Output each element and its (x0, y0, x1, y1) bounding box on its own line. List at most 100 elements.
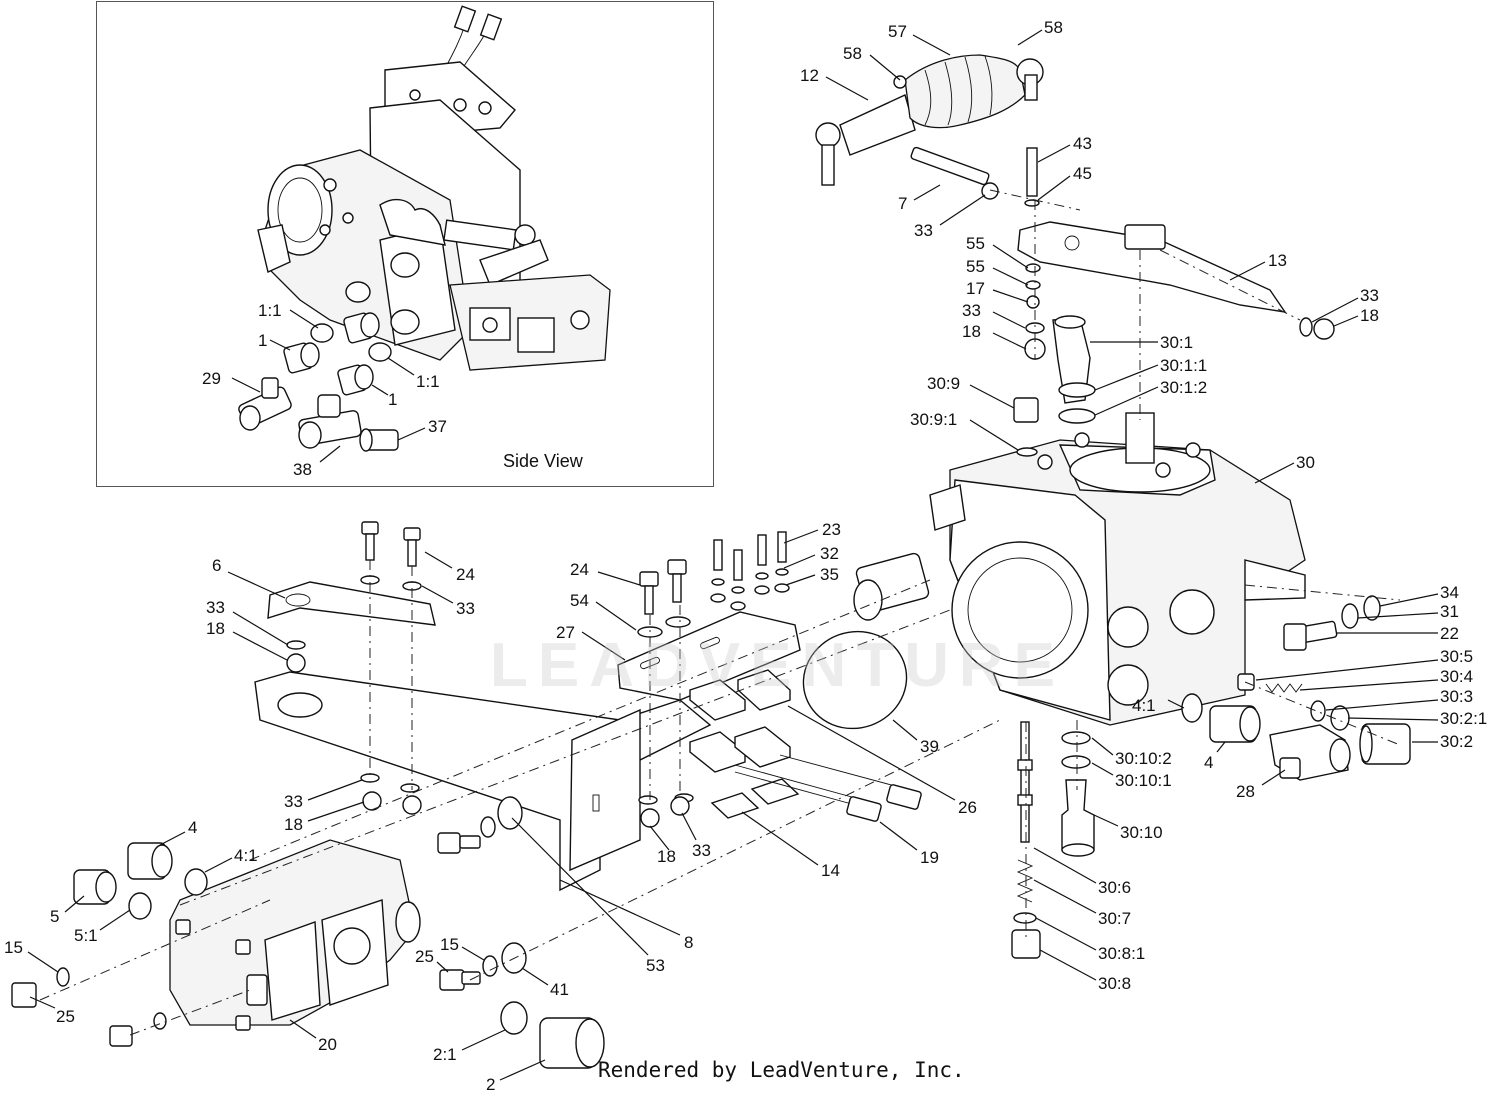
callout-1-1: 1:1 (416, 372, 440, 391)
callout-23: 23 (822, 520, 841, 539)
callout-25: 25 (56, 1007, 75, 1026)
callout-30-8-1: 30:8:1 (1098, 944, 1145, 963)
callout-55: 55 (966, 257, 985, 276)
callout-4-1: 4:1 (234, 846, 258, 865)
callout-30-1-2: 30:1:2 (1160, 378, 1207, 397)
callout-15: 15 (4, 938, 23, 957)
callout-30-1: 30:1 (1160, 333, 1193, 352)
plug-25-left (11, 982, 37, 1008)
callout-22: 22 (1440, 624, 1459, 643)
ring-31 (1341, 603, 1359, 629)
callout-12: 12 (800, 66, 819, 85)
pump-side-fitting (853, 552, 930, 621)
plate-6 (267, 581, 436, 626)
fitting-4-left (127, 842, 173, 880)
side-view-caption: Side View (503, 451, 584, 471)
callout-18: 18 (962, 322, 981, 341)
callout-54: 54 (570, 591, 589, 610)
callout-57: 57 (888, 22, 907, 41)
callout-27: 27 (556, 623, 575, 642)
footer-credit: Rendered by LeadVenture, Inc. (598, 1058, 965, 1082)
screw-43 (1026, 147, 1038, 197)
callout-55: 55 (966, 234, 985, 253)
fitting-1c (337, 364, 374, 396)
pump-housing-30 (929, 412, 1306, 726)
callout-4-1: 4:1 (1132, 696, 1156, 715)
watermark-text: LEADVENTURE (490, 631, 1066, 700)
callout-30-9-1: 30:9:1 (910, 410, 957, 429)
cap-30-1 (1052, 315, 1091, 404)
callout-28: 28 (1236, 782, 1255, 801)
nut-18 (1313, 318, 1335, 340)
callout-6: 6 (212, 556, 221, 575)
callout-29: 29 (202, 369, 221, 388)
callout-33: 33 (962, 301, 981, 320)
bolts-24-left (360, 521, 422, 591)
callout-33: 33 (284, 792, 303, 811)
callout-30-10: 30:10 (1120, 823, 1163, 842)
washer-33b (1299, 317, 1313, 337)
callout-1: 1 (388, 390, 397, 409)
callout-30-1-1: 30:1:1 (1160, 356, 1207, 375)
callout-30-2-1: 30:2:1 (1440, 709, 1487, 728)
callout-30: 30 (1296, 453, 1315, 472)
callout-30-6: 30:6 (1098, 878, 1131, 897)
o-ring-4-1 (184, 868, 208, 896)
leader-lines (27, 29, 1439, 1081)
o-ring-2-1 (500, 1001, 528, 1035)
callout-33: 33 (206, 598, 225, 617)
callout-30-4: 30:4 (1440, 667, 1473, 686)
callout-17: 17 (966, 279, 985, 298)
callout-33: 33 (914, 221, 933, 240)
spring-30-4 (1265, 683, 1303, 693)
port-fitting-2 (539, 1017, 605, 1069)
callout-33: 33 (456, 599, 475, 618)
callout-8: 8 (684, 933, 693, 952)
plug-30-9 (1013, 397, 1039, 423)
callout-34: 34 (1440, 583, 1459, 602)
fitting-37 (359, 428, 399, 452)
elbow-fitting-38 (298, 394, 362, 449)
callout-5-1: 5:1 (74, 926, 98, 945)
callout-24: 24 (570, 560, 589, 579)
assembly-centerlines (39, 189, 1401, 1036)
callout-30-9: 30:9 (927, 374, 960, 393)
callout-45: 45 (1073, 164, 1092, 183)
callout-39: 39 (920, 737, 939, 756)
callout-58: 58 (1044, 18, 1063, 37)
plug-30-8 (1011, 929, 1041, 959)
control-damper-assembly (815, 54, 1044, 186)
callout-37: 37 (428, 417, 447, 436)
lever-arm-13 (1017, 221, 1287, 313)
bolt-and-washers-center (437, 796, 527, 991)
callout-38: 38 (293, 460, 312, 479)
callout-30-3: 30:3 (1440, 687, 1473, 706)
elbow-28 (1269, 724, 1351, 781)
fitting-1a (283, 342, 320, 374)
callout-18: 18 (657, 847, 676, 866)
callout-18: 18 (284, 815, 303, 834)
callout-30-5: 30:5 (1440, 647, 1473, 666)
callout-30-8: 30:8 (1098, 974, 1131, 993)
callout-31: 31 (1440, 602, 1459, 621)
callout-13: 13 (1268, 251, 1287, 270)
callout-20: 20 (318, 1035, 337, 1054)
callout-15: 15 (440, 935, 459, 954)
bolts-plate-27 (637, 531, 790, 638)
callout-58: 58 (843, 44, 862, 63)
callout-1: 1 (258, 331, 267, 350)
callout-2-1: 2:1 (433, 1045, 457, 1064)
callout-18: 18 (206, 619, 225, 638)
wire-harness-19 (734, 754, 922, 822)
callout-25: 25 (415, 947, 434, 966)
callout-1-1: 1:1 (258, 301, 282, 320)
o-ring-5-1 (128, 892, 152, 920)
o-ring-39 (802, 630, 908, 730)
washer-34 (1363, 595, 1381, 621)
callout-30-10-1: 30:10:1 (1115, 771, 1172, 790)
callout-32: 32 (820, 544, 839, 563)
plate-27 (617, 611, 801, 701)
callout-43: 43 (1073, 134, 1092, 153)
callout-18: 18 (1360, 306, 1379, 325)
